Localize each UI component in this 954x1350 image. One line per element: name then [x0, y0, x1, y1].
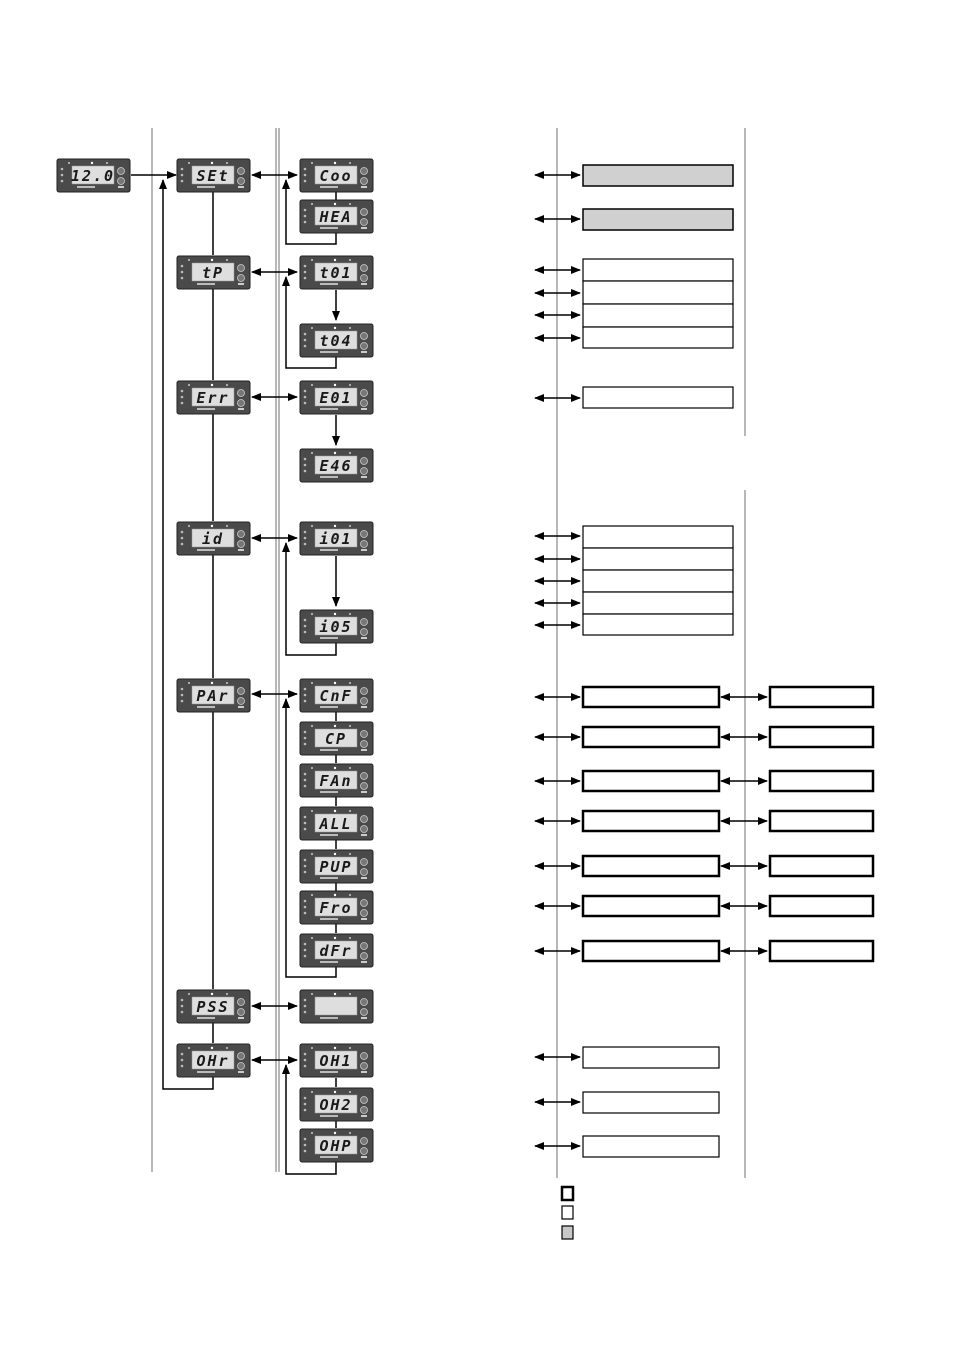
value-box-plain	[582, 1135, 720, 1158]
submenu-dfr: dFr	[299, 933, 374, 968]
value-box-thick	[768, 854, 875, 878]
submenu-cnf: CnF	[299, 678, 374, 713]
value-box-plain	[582, 525, 734, 549]
legend-swatch-filled	[561, 1225, 574, 1240]
value-box-plain	[582, 591, 734, 615]
submenu-fro-readout: Fro	[319, 899, 352, 917]
submenu-cnf-readout: CnF	[319, 687, 352, 705]
submenu-ohp-readout: OHP	[319, 1137, 352, 1155]
value-box-plain	[582, 326, 734, 349]
submenu-coo: Coo	[299, 158, 374, 193]
menu-par: PAr	[176, 678, 251, 713]
submenu-pup-readout: PUP	[319, 858, 352, 876]
value-box-filled	[582, 164, 734, 187]
value-box-plain	[582, 386, 734, 409]
submenu-all-readout: ALL	[318, 815, 352, 833]
value-box-thick	[768, 685, 875, 709]
value-box-thick	[768, 769, 875, 793]
submenu-coo-readout: Coo	[319, 167, 352, 185]
submenu-oh1: OH1	[299, 1043, 374, 1078]
submenu-t04: t04	[299, 323, 374, 358]
legend-swatch-thick	[560, 1185, 575, 1202]
value-box-filled	[582, 208, 734, 231]
value-box-plain	[582, 613, 734, 636]
value-box-plain	[582, 547, 734, 571]
value-box-thick	[581, 809, 721, 833]
submenu-t01-readout: t01	[319, 264, 352, 282]
value-box-plain	[582, 280, 734, 305]
submenu-hea-readout: HEA	[318, 208, 352, 226]
menu-ohr: OHr	[176, 1043, 251, 1078]
main-display-readout: 12.0	[71, 167, 115, 185]
connection-lines	[131, 171, 340, 1175]
submenu-fan-readout: FAn	[319, 772, 352, 790]
value-box-thick	[768, 725, 875, 749]
menu-id: id	[176, 521, 251, 556]
submenu-e01: E01	[299, 380, 374, 415]
submenu-fro: Fro	[299, 890, 374, 925]
submenu-e01-readout: E01	[319, 389, 352, 407]
value-box-plain	[582, 1046, 720, 1069]
value-box-thick	[768, 939, 875, 963]
submenu-ohp: OHP	[299, 1128, 374, 1163]
submenu-e46: E46	[299, 448, 374, 483]
submenu-pup: PUP	[299, 849, 374, 884]
value-box-thick	[768, 894, 875, 918]
menu-err-readout: Err	[196, 389, 229, 407]
legend-swatch-plain	[561, 1205, 574, 1220]
value-box-plain	[582, 303, 734, 328]
value-arrows	[534, 171, 768, 1150]
value-box-thick	[581, 725, 721, 749]
menu-tp: tP	[176, 255, 251, 290]
column-dividers	[151, 128, 746, 1178]
submenu-i01-readout: i01	[319, 530, 352, 548]
submenu-t01: t01	[299, 255, 374, 290]
legend	[560, 1185, 575, 1240]
submenu-hea: HEA	[299, 199, 374, 234]
value-boxes	[581, 164, 875, 1158]
submenu-oh2: OH2	[299, 1087, 374, 1122]
value-box-thick	[581, 685, 721, 709]
submenu-blank	[299, 989, 374, 1024]
submenu-t04-readout: t04	[319, 332, 352, 350]
menu-pss-readout: PSS	[196, 998, 229, 1016]
value-box-thick	[581, 939, 721, 963]
value-box-thick	[581, 769, 721, 793]
menu-ohr-readout: OHr	[196, 1052, 229, 1070]
menu-id-readout: id	[202, 530, 224, 548]
menu-set-readout: SEt	[196, 167, 229, 185]
main-display: 12.0	[56, 158, 131, 193]
menu-tp-readout: tP	[202, 264, 224, 282]
menu-set: SEt	[176, 158, 251, 193]
submenu-i05-readout: i05	[319, 618, 352, 636]
submenu-e46-readout: E46	[319, 457, 352, 475]
submenu-cp: CP	[299, 721, 374, 756]
menu-pss: PSS	[176, 989, 251, 1024]
submenu-oh1-readout: OH1	[319, 1052, 352, 1070]
value-box-thick	[768, 809, 875, 833]
value-box-thick	[581, 854, 721, 878]
submenu-oh2-readout: OH2	[319, 1096, 352, 1114]
value-box-plain	[582, 258, 734, 282]
menu-par-readout: PAr	[196, 687, 229, 705]
submenu-dfr-readout: dFr	[319, 942, 352, 960]
value-box-plain	[582, 569, 734, 593]
submenu-cp-readout: CP	[325, 730, 347, 748]
submenu-i01: i01	[299, 521, 374, 556]
value-box-plain	[582, 1091, 720, 1114]
submenu-fan: FAn	[299, 763, 374, 798]
value-box-thick	[581, 894, 721, 918]
submenu-all: ALL	[299, 806, 374, 841]
submenu-i05: i05	[299, 609, 374, 644]
menu-err: Err	[176, 380, 251, 415]
